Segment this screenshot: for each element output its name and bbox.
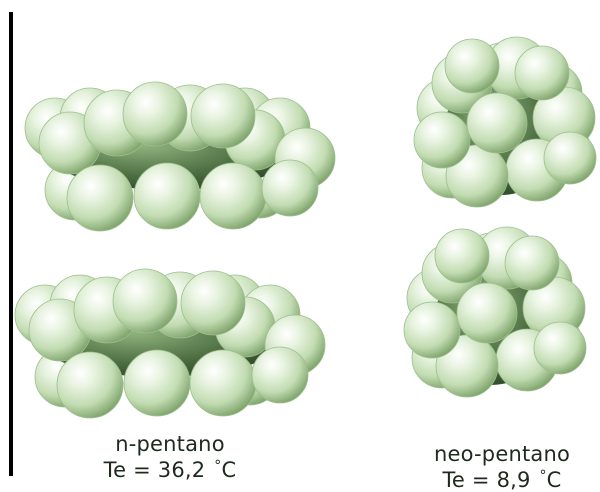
hydrogen-atom bbox=[544, 132, 596, 184]
hydrogen-atom bbox=[252, 347, 308, 403]
n-pentane-model-top bbox=[25, 82, 335, 231]
hydrogen-atom bbox=[123, 82, 187, 146]
neo-pentane-boiling-point: Te = 8,9 °C bbox=[392, 465, 600, 491]
hydrogen-atom bbox=[67, 165, 133, 231]
hydrogen-atom bbox=[200, 163, 266, 229]
hydrogen-atom bbox=[191, 84, 255, 148]
n-pentane-model-bottom bbox=[15, 269, 325, 418]
n-pentane-boiling-point: Te = 36,2 °C bbox=[60, 455, 280, 481]
neo-pentane-model-top bbox=[414, 37, 596, 207]
neo-pentane-caption: neo-pentano Te = 8,9 °C bbox=[392, 443, 600, 491]
neo-pentane-te-value: Te = 8,9 bbox=[442, 468, 530, 492]
hydrogen-atom bbox=[134, 163, 200, 229]
hydrogen-atom bbox=[404, 302, 460, 358]
n-pentane-te-value: Te = 36,2 bbox=[104, 458, 206, 482]
hydrogen-atom bbox=[181, 271, 245, 335]
hydrogen-atom bbox=[262, 160, 318, 216]
hydrogen-atom bbox=[505, 236, 559, 290]
n-pentane-caption: n-pentano Te = 36,2 °C bbox=[60, 433, 280, 481]
hydrogen-atom bbox=[113, 269, 177, 333]
unit-label: C bbox=[221, 458, 236, 482]
hydrogen-atom bbox=[515, 46, 569, 100]
hydrogen-atom bbox=[124, 350, 190, 416]
hydrogen-atom bbox=[414, 112, 470, 168]
unit-label: C bbox=[547, 468, 562, 492]
hydrogen-atom bbox=[435, 229, 489, 283]
hydrogen-atom bbox=[467, 93, 527, 153]
hydrogen-atom bbox=[534, 322, 586, 374]
hydrogen-atom bbox=[457, 283, 517, 343]
neo-pentane-model-bottom bbox=[404, 227, 586, 397]
hydrogen-atom bbox=[190, 350, 256, 416]
neo-pentane-name: neo-pentano bbox=[392, 443, 600, 465]
degree-symbol: ° bbox=[539, 468, 546, 484]
n-pentane-name: n-pentano bbox=[60, 433, 280, 455]
hydrogen-atom bbox=[445, 39, 499, 93]
hydrogen-atom bbox=[57, 352, 123, 418]
